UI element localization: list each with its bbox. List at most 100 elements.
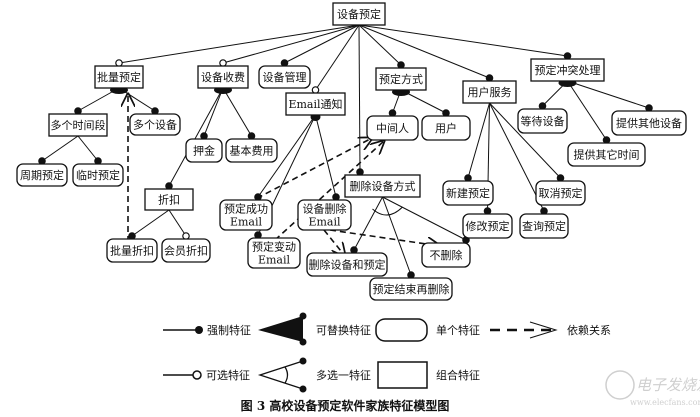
optional-circle [311, 86, 320, 94]
feature-label: 临时预定 [76, 168, 120, 182]
feature-label: 等待设备 [521, 114, 565, 128]
legend-dependency-arrowhead [529, 321, 558, 339]
mandatory-dot [540, 207, 548, 215]
feature-node-batch: 批量预定 [94, 65, 144, 89]
feature-label: Email [258, 254, 291, 267]
legend-dot [299, 385, 307, 393]
single-feature-box [517, 108, 568, 134]
mandatory-dot [442, 109, 450, 117]
feature-edge [315, 114, 337, 198]
feature-label: 设备预定 [337, 7, 381, 21]
feature-node-periodic: 周期预定 [16, 163, 68, 187]
watermark-logo: 电子发烧友 www.elecfans.com [605, 370, 700, 407]
feature-label: Email [308, 216, 341, 229]
feature-label: 用户服务 [468, 85, 512, 99]
mandatory-dot [128, 232, 136, 240]
single-feature-box [247, 237, 301, 269]
single-feature-box [611, 110, 687, 136]
legend-label-composite: 组合特征 [436, 368, 480, 382]
feature-node-charge: 设备收费 [197, 65, 249, 89]
dependency-arrow [247, 138, 372, 204]
feature-label: 折扣 [158, 193, 180, 207]
feature-node-otherdev: 提供其他设备 [611, 110, 687, 136]
feature-node-othertime: 提供其它时间 [567, 142, 646, 167]
feature-node-temp: 临时预定 [72, 163, 124, 187]
legend-label-or: 多选一特征 [316, 368, 371, 382]
feature-node-discount: 折扣 [144, 188, 194, 211]
single-feature-box [366, 115, 419, 141]
mandatory-dot [151, 107, 159, 115]
single-feature-box [258, 65, 311, 89]
feature-edge [168, 87, 224, 187]
feature-label: 取消预定 [539, 186, 583, 200]
legend-mandatory-dot [195, 326, 203, 334]
feature-label: 查询预定 [522, 219, 566, 233]
feature-edge [118, 24, 360, 64]
feature-node-mode: 预定方式 [375, 67, 427, 91]
feature-label: 预定冲突处理 [535, 63, 601, 77]
feature-label: 提供其它时间 [574, 148, 640, 162]
feature-node-delafter: 预定结束再删除 [369, 277, 453, 301]
feature-label: 周期预定 [20, 168, 64, 182]
legend-label-single: 单个特征 [436, 323, 480, 337]
mandatory-dot [74, 107, 82, 115]
legend-dot [299, 357, 307, 365]
feature-node-user: 用户 [421, 115, 471, 141]
feature-edge [41, 135, 79, 162]
feature-label: 批量折扣 [110, 244, 154, 258]
composite-feature-box [48, 113, 108, 137]
composite-feature-box [285, 92, 346, 116]
feature-node-usersvc: 用户服务 [462, 80, 517, 104]
feature-node-nodel: 不删除 [421, 242, 471, 268]
feature-edge [257, 114, 316, 198]
mandatory-dot [280, 59, 289, 67]
feature-label: 新建预定 [446, 186, 490, 200]
feature-node-waitdev: 等待设备 [517, 108, 568, 134]
composite-feature-box [94, 65, 144, 89]
mandatory-dot [254, 231, 262, 239]
composite-feature-box [197, 65, 249, 89]
feature-edge [222, 87, 252, 137]
feature-label: Email [230, 216, 263, 229]
mandatory-dot [247, 132, 256, 140]
feature-label: 预定结束再删除 [373, 282, 450, 296]
feature-node-delboth: 删除设备和预定 [306, 252, 388, 277]
mandatory-dot [464, 174, 472, 182]
mandatory-dot [556, 174, 565, 182]
feature-node-modres: 修改预定 [462, 213, 513, 239]
optional-circle [219, 59, 227, 67]
legend-composite-box [377, 361, 428, 389]
feature-edge [131, 209, 170, 237]
or-group-arc [372, 206, 403, 216]
single-feature-box [567, 142, 646, 167]
feature-label: 预定方式 [379, 72, 423, 86]
single-feature-box [106, 238, 158, 263]
feature-edge [315, 24, 360, 91]
feature-edge [358, 24, 361, 173]
mandatory-dot [200, 132, 208, 140]
single-feature-box [297, 199, 352, 231]
feature-node-agent: 中间人 [366, 115, 419, 141]
feature-node-cancelres: 取消预定 [535, 180, 586, 206]
dependency-arrow [274, 141, 384, 241]
single-feature-box [442, 180, 494, 206]
single-feature-box [219, 199, 273, 231]
feature-label: 批量预定 [97, 70, 141, 84]
feature-edge [222, 24, 360, 64]
feature-edge [203, 87, 224, 137]
feature-label: 预定成功 [224, 202, 268, 216]
mandatory-dot [485, 74, 494, 82]
feature-edge [382, 196, 412, 276]
legend-optional-circle [192, 370, 202, 380]
feature-edge [358, 24, 568, 57]
feature-node-delmode: 删除设备方式 [344, 174, 421, 198]
feature-label: 预定变动 [252, 240, 296, 254]
feature-node-multidev: 多个设备 [129, 113, 181, 136]
mandatory-dot [332, 193, 340, 201]
single-feature-box [462, 213, 513, 239]
feature-label: 删除设备和预定 [309, 258, 386, 272]
feature-label: 提供其他设备 [616, 116, 682, 130]
